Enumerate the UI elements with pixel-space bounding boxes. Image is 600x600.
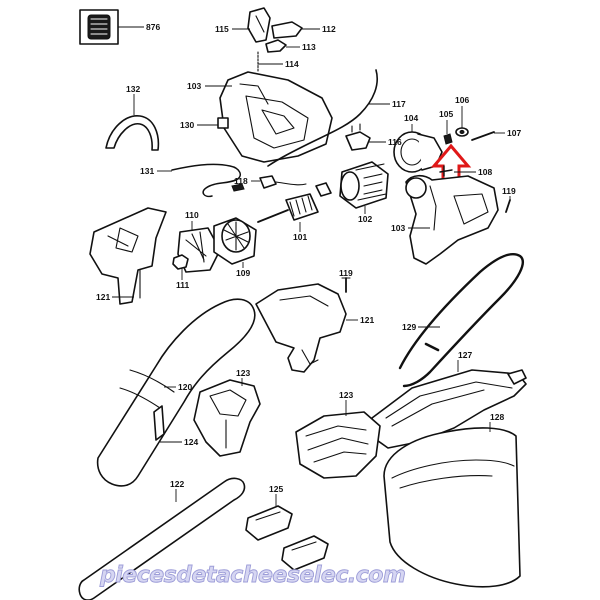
part-107-screw-drawing [471,131,505,141]
label-123-center: 123 [339,390,353,400]
part-103-upper-housing-drawing [205,71,333,163]
part-111-drawing [172,254,189,280]
part-125-drawing [245,494,329,571]
label-111: 111 [176,280,190,290]
label-105: 105 [439,109,453,119]
part-119-center-screw-drawing [341,277,351,293]
label-132: 132 [126,84,140,94]
label-123-left: 123 [236,368,250,378]
label-103-upper: 103 [187,81,201,91]
label-112: 112 [322,24,336,34]
part-117-cord-drawing [267,69,390,167]
part-122-long-tube-drawing [78,477,246,600]
part-132-drawing [105,94,160,151]
label-109: 109 [236,268,250,278]
part-121-center-housing-drawing [255,283,358,373]
label-119-right: 119 [502,186,516,196]
part-129-strap-drawing [398,253,524,388]
part-110-drawing [177,221,221,273]
label-125: 125 [269,484,283,494]
part-124-drawing [153,405,182,443]
label-113: 113 [302,42,316,52]
label-121-left: 121 [96,292,110,302]
label-122: 122 [170,479,184,489]
label-115: 115 [215,24,229,34]
part-127-bag-frame-drawing [371,360,527,449]
label-124: 124 [184,437,198,447]
label-114: 114 [285,59,299,69]
label-110: 110 [185,210,199,220]
part-113-drawing [265,39,300,53]
label-120: 120 [178,382,192,392]
part-118-drawing [251,175,307,189]
part-109-fan-drawing [213,217,257,268]
watermark-text: piecesdetacheeselec.com [99,563,405,588]
label-107: 107 [507,128,521,138]
label-117: 117 [392,99,406,109]
part-121-left-housing-drawing [89,207,167,305]
label-129: 129 [402,322,416,332]
part-130-drawing [197,117,229,129]
reference-labels: 876 115 112 113 114 103 117 132 130 116 … [96,22,521,494]
part-116-drawing [345,123,386,151]
part-112-drawing [271,21,320,39]
part-128-bag-drawing [383,422,521,588]
label-108: 108 [478,167,492,177]
label-128: 128 [490,412,504,422]
part-104-drawing [393,124,443,173]
label-119-center: 119 [339,268,353,278]
label-102: 102 [358,214,372,224]
label-116: 116 [388,137,402,147]
part-120-tube-drawing [96,298,256,487]
label-130: 130 [180,120,194,130]
part-103-right-housing-drawing [405,174,499,265]
label-127: 127 [458,350,472,360]
part-108-drawing [439,165,476,177]
label-131: 131 [140,166,154,176]
label-101: 101 [293,232,307,242]
part-131-cable-drawing [157,163,245,198]
label-121-center: 121 [360,315,374,325]
part-115-drawing [232,7,271,43]
part-101-armature-drawing [257,182,332,232]
label-104: 104 [404,113,418,123]
label-118: 118 [234,176,248,186]
part-102-motor-drawing [339,161,389,214]
part-105-drawing [443,120,453,145]
label-103-right: 103 [391,223,405,233]
label-876: 876 [146,22,160,32]
part-114-drawing [257,51,283,73]
part-123-left-drawing [193,378,261,457]
part-876-drawing [79,9,144,45]
part-123-center-drawing [295,400,381,479]
label-106: 106 [455,95,469,105]
part-119-right-screw-drawing [505,196,511,213]
part-106-drawing [455,106,469,137]
